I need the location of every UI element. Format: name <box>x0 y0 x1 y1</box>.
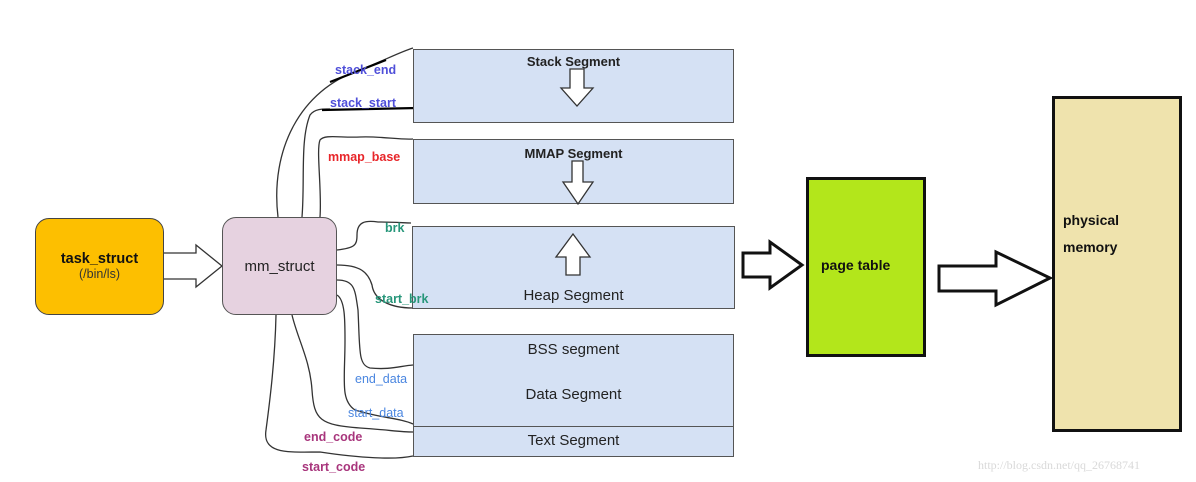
label-start-data: start_data <box>348 406 404 420</box>
bss-segment-label: BSS segment <box>527 341 620 358</box>
wire-start-code <box>265 314 414 459</box>
physical-memory-line1: physical <box>1063 212 1120 228</box>
label-stack-end: stack_end <box>335 63 397 77</box>
wire-stack-end <box>276 47 414 218</box>
arrow-up-icon <box>554 233 592 276</box>
arrow-down-icon <box>561 160 595 206</box>
wire-end-code <box>291 314 414 433</box>
text-segment-label: Text Segment <box>527 432 620 449</box>
label-end-data: end_data <box>355 372 408 386</box>
arrow-segments-to-pagetable <box>741 239 805 291</box>
page-table-label: page table <box>821 257 891 273</box>
label-mmap-base: mmap_base <box>328 150 401 164</box>
wire-start-brk <box>336 264 414 309</box>
stack-end-underline <box>329 58 387 84</box>
wire-end-data <box>336 279 414 370</box>
watermark: http://blog.csdn.net/qq_26768741 <box>978 458 1140 472</box>
stack-segment-label: Stack Segment <box>526 54 621 69</box>
arrow-pagetable-to-physmem <box>937 249 1054 308</box>
mmap-segment-label: MMAP Segment <box>524 146 623 161</box>
physical-memory-box: physical memory <box>1052 96 1182 432</box>
arrow-task-to-mm <box>164 243 224 289</box>
stack-start-underline <box>321 106 418 112</box>
wire-mmap-base <box>317 135 414 218</box>
label-start-code: start_code <box>302 460 366 474</box>
wire-start-data <box>336 294 414 425</box>
label-end-code: end_code <box>304 430 363 444</box>
physical-memory-line2: memory <box>1063 239 1118 255</box>
label-start-brk: start_brk <box>375 292 429 306</box>
task-struct-title: task_struct <box>60 251 139 267</box>
task-struct-box: task_struct (/bin/ls) <box>35 218 164 315</box>
heap-segment: Heap Segment <box>412 226 735 309</box>
label-brk: brk <box>385 221 405 235</box>
bss-segment: BSS segment <box>413 334 734 366</box>
mm-struct-box: mm_struct <box>222 217 337 315</box>
task-struct-subtitle: (/bin/ls) <box>79 267 120 281</box>
wire-stack-start <box>301 108 331 218</box>
wire-brk <box>336 220 412 251</box>
mm-struct-label: mm_struct <box>244 258 315 275</box>
data-segment: Data Segment <box>413 365 734 427</box>
mmap-segment: MMAP Segment <box>413 139 734 206</box>
arrow-down-icon <box>559 68 595 107</box>
page-table-box: page table <box>806 177 926 357</box>
data-segment-label: Data Segment <box>525 386 622 403</box>
label-stack-start: stack_start <box>330 96 397 110</box>
stack-segment: Stack Segment <box>413 49 734 123</box>
heap-segment-label: Heap Segment <box>523 287 624 304</box>
text-segment: Text Segment <box>413 426 734 457</box>
